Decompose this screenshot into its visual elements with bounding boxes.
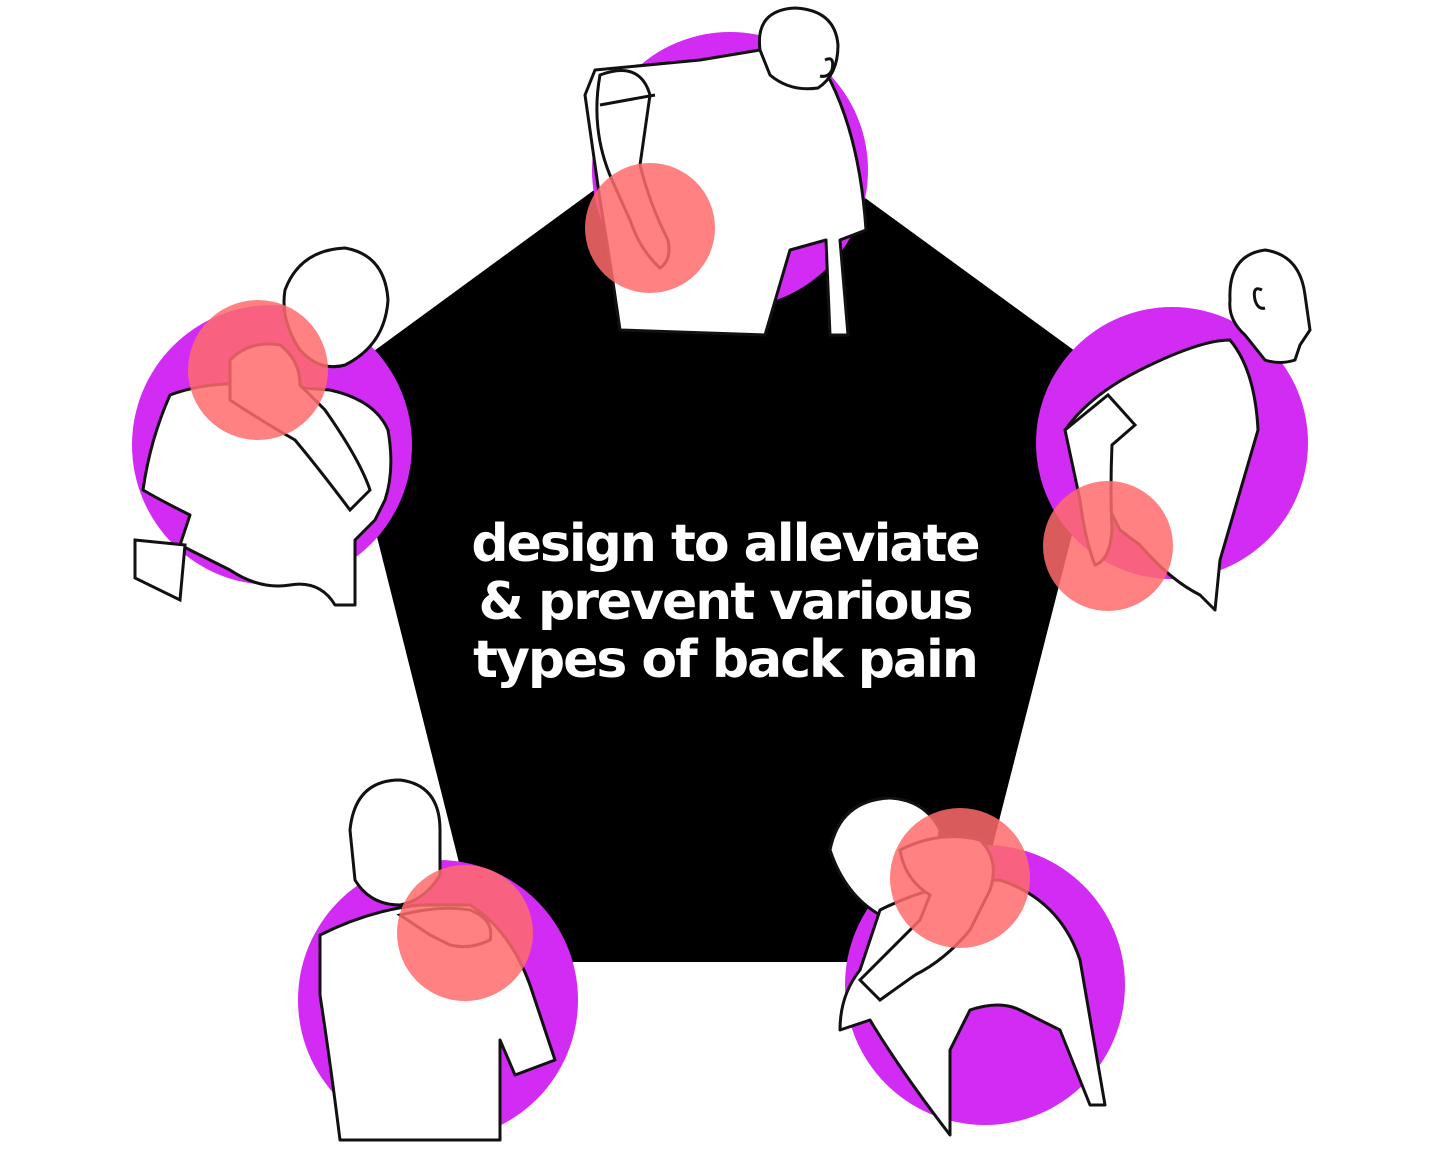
figure-left-arm-lower — [133, 538, 187, 603]
figure-left — [132, 246, 412, 607]
headline-line-1: design to alleviate — [471, 514, 980, 574]
pain-spot-bottom-left — [397, 865, 533, 1001]
figure-right-ear — [1252, 287, 1266, 310]
headline-line-2: & prevent various — [478, 572, 974, 632]
pain-spot-left — [188, 300, 328, 440]
figure-bottom-left — [298, 778, 578, 1142]
figure-top-head — [757, 6, 840, 91]
figure-bottom-left-head — [348, 778, 442, 907]
headline: design to alleviate & prevent various ty… — [390, 515, 1060, 689]
pain-spot-bottom-right — [890, 808, 1030, 948]
figure-top-ear — [819, 57, 835, 78]
pain-spot-top — [585, 163, 715, 293]
headline-line-3: types of back pain — [473, 630, 979, 690]
pain-spot-right — [1043, 481, 1173, 611]
figure-bottom-right — [828, 796, 1125, 1137]
figure-right — [1036, 248, 1312, 612]
figure-top — [583, 6, 868, 337]
pentagon-shape — [337, 95, 1112, 962]
figure-right-head — [1228, 248, 1312, 364]
figure-top-shirt-line — [599, 93, 656, 107]
